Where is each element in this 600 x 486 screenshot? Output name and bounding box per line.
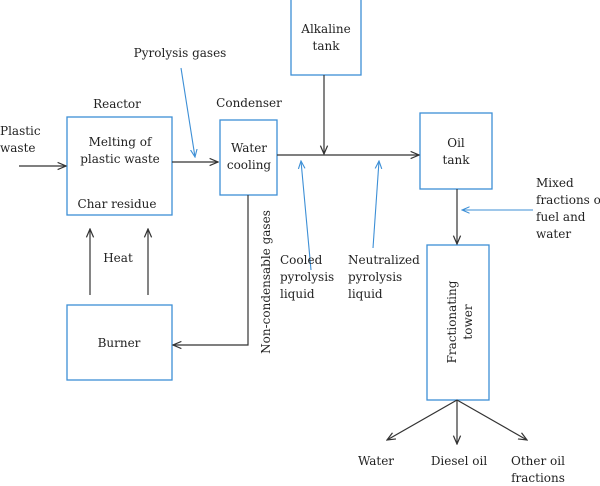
mixed-fractions-3: fuel and <box>536 210 586 224</box>
other-oil-label-2: fractions <box>511 471 565 485</box>
pyrolysis-gases-pointer <box>180 67 195 157</box>
non-condensable-gases-label: Non-condensable gases <box>259 210 273 354</box>
condenser-text-2: cooling <box>227 158 272 172</box>
water-output-label: Water <box>358 454 394 468</box>
reactor-text-1: Melting of <box>89 135 153 149</box>
condenser-text-1: Water <box>231 141 267 155</box>
burner-label: Burner <box>98 336 141 350</box>
neutralized-liquid-pointer <box>372 161 379 249</box>
mixed-fractions-4: water <box>536 227 571 241</box>
fractionating-tower-1: Fractionating <box>445 280 459 363</box>
oil-tank-box <box>419 112 493 190</box>
cooled-liquid-1: Cooled <box>280 253 323 267</box>
plastic-waste-label-1: Plastic <box>0 124 41 138</box>
alkaline-tank-box <box>290 0 362 76</box>
cooled-liquid-pointer <box>301 161 312 271</box>
oil-tank-text-1: Oil <box>447 136 465 150</box>
alkaline-tank-text-2: tank <box>313 39 341 53</box>
diesel-oil-label: Diesel oil <box>431 454 488 468</box>
pyrolysis-gases-label: Pyrolysis gases <box>134 46 227 60</box>
burner-box <box>66 304 173 381</box>
fractionating-tower-2: tower <box>461 304 475 339</box>
water-output-arrow <box>387 399 458 440</box>
non-condensable-gases-arrow <box>173 195 249 345</box>
neutralized-liquid-2: pyrolysis <box>348 270 402 284</box>
oil-tank-text-2: tank <box>443 153 471 167</box>
neutralized-liquid-1: Neutralized <box>348 253 420 267</box>
cooled-liquid-3: liquid <box>280 287 315 301</box>
reactor-text-2: plastic waste <box>80 152 160 166</box>
plastic-waste-label-2: waste <box>0 141 36 155</box>
heat-label: Heat <box>103 251 133 265</box>
condenser-title: Condenser <box>216 96 282 110</box>
mixed-fractions-2: fractions of <box>536 193 600 207</box>
other-oil-label-1: Other oil <box>511 454 565 468</box>
reactor-title: Reactor <box>93 97 141 111</box>
neutralized-liquid-3: liquid <box>348 287 383 301</box>
reactor-box <box>66 116 173 216</box>
other-oil-output-arrow <box>456 399 527 440</box>
alkaline-tank-text-1: Alkaline <box>300 22 350 36</box>
cooled-liquid-2: pyrolysis <box>280 270 334 284</box>
char-residue-label: Char residue <box>78 197 157 211</box>
condenser-box <box>219 119 278 196</box>
mixed-fractions-1: Mixed <box>536 176 574 190</box>
